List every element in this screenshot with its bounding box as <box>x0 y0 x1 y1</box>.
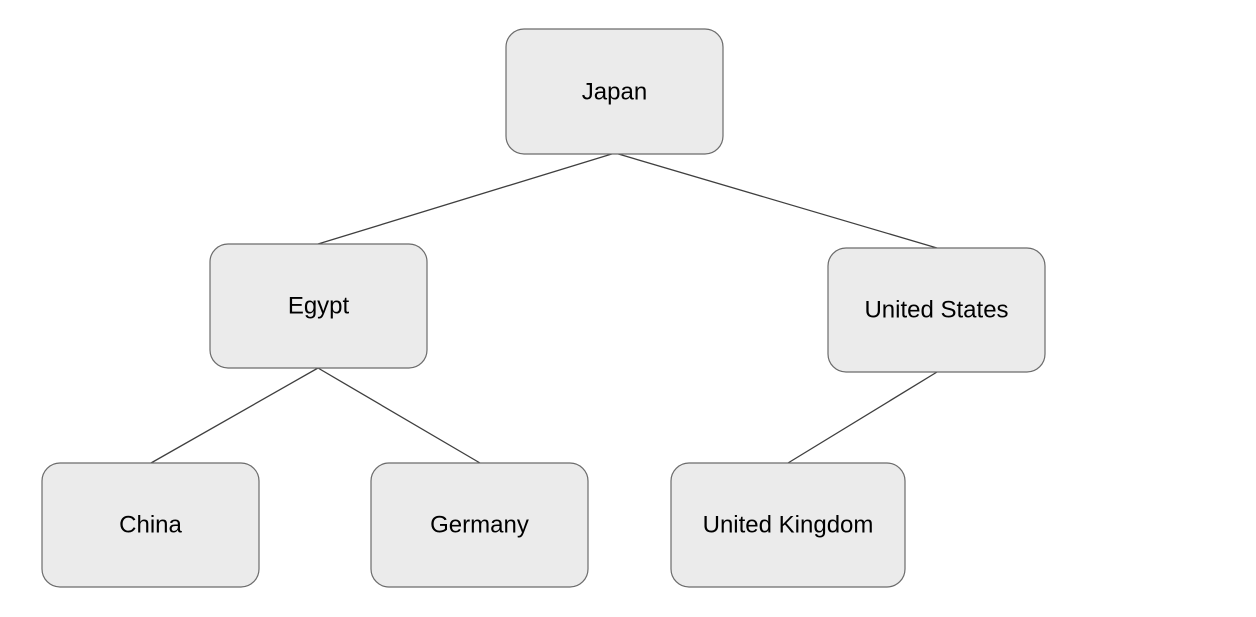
node-label-united-kingdom: United Kingdom <box>703 512 874 539</box>
edge-japan-egypt <box>317 152 616 245</box>
node-china[interactable]: China <box>41 462 260 588</box>
node-label-japan: Japan <box>582 79 647 106</box>
node-united-states[interactable]: United States <box>827 247 1046 373</box>
node-label-germany: Germany <box>430 512 529 539</box>
node-united-kingdom[interactable]: United Kingdom <box>670 462 906 588</box>
node-germany[interactable]: Germany <box>370 462 589 588</box>
edge-united-states-united-kingdom <box>787 371 938 464</box>
edges <box>150 152 938 464</box>
edge-egypt-germany <box>317 367 481 464</box>
node-japan[interactable]: Japan <box>505 28 724 155</box>
node-label-egypt: Egypt <box>288 293 350 320</box>
node-label-united-states: United States <box>864 297 1008 324</box>
edge-egypt-china <box>150 367 319 464</box>
edge-japan-united-states <box>614 152 938 249</box>
node-label-china: China <box>119 512 182 539</box>
node-egypt[interactable]: Egypt <box>209 243 428 369</box>
